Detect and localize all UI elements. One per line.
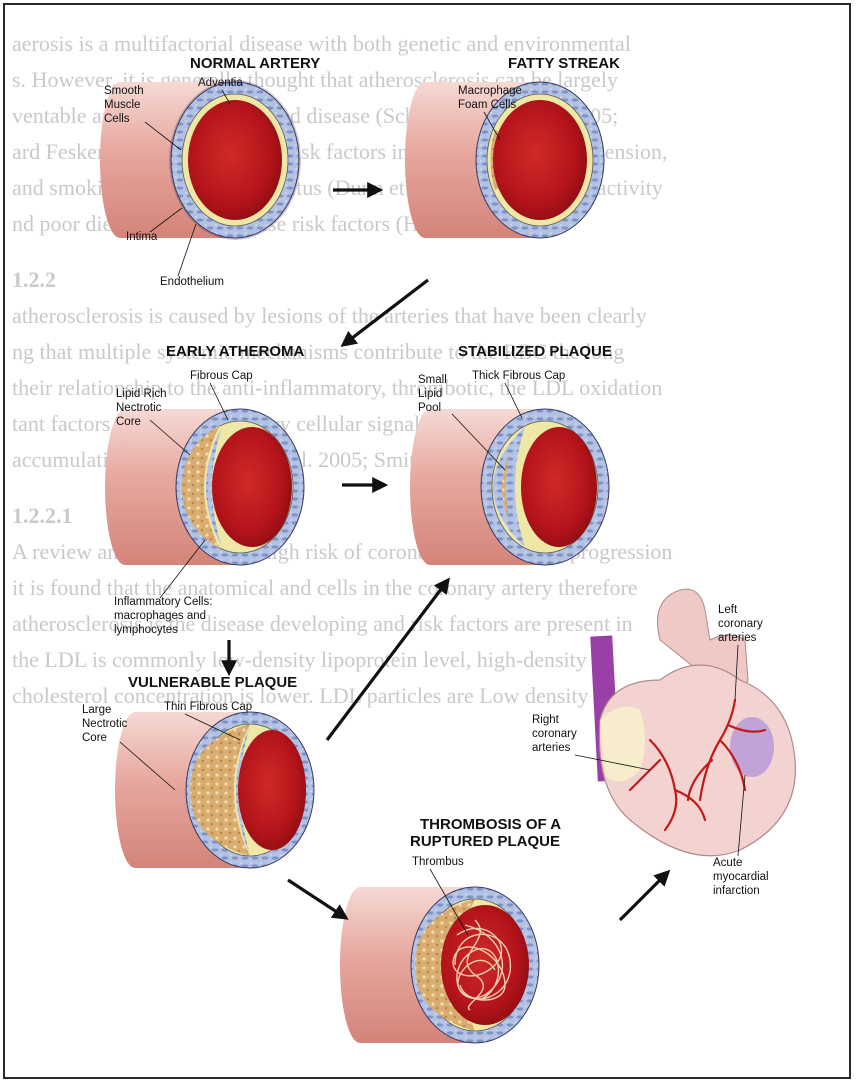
label-infarction: infarction bbox=[713, 885, 760, 897]
arrow-icon bbox=[327, 580, 448, 740]
label-pool: Pool bbox=[418, 402, 441, 414]
heart-illustration: Left coronary arteries Right coronary ar… bbox=[532, 589, 795, 897]
label-smooth: Smooth bbox=[104, 85, 144, 97]
stage-thrombosis: THROMBOSIS OF A RUPTURED PLAQUE Thrombus bbox=[340, 816, 561, 1043]
label-muscle: Muscle bbox=[104, 99, 140, 111]
label-arteries: arteries bbox=[718, 632, 757, 644]
stage-title: FATTY STREAK bbox=[508, 55, 620, 72]
label-large: Large bbox=[82, 704, 111, 716]
stage-title: VULNERABLE PLAQUE bbox=[128, 674, 297, 691]
label-macrophages: macrophages and bbox=[114, 610, 206, 622]
label-foam-cells: Foam Cells bbox=[458, 99, 516, 111]
label-macrophage: Macrophage bbox=[458, 85, 522, 97]
label-nectrotic: Nectrotic bbox=[116, 402, 162, 414]
stage-normal-artery: NORMAL ARTERY Smooth Muscle Cells Advent… bbox=[100, 55, 320, 288]
arrow-icon bbox=[620, 872, 668, 920]
label-endothelium: Endothelium bbox=[160, 276, 224, 288]
label-core: Core bbox=[116, 416, 141, 428]
label-nectrotic: Nectrotic bbox=[82, 718, 128, 730]
label-myocardial: myocardial bbox=[713, 871, 769, 883]
label-fibrous-cap: Fibrous Cap bbox=[190, 370, 253, 382]
stage-title: RUPTURED PLAQUE bbox=[410, 833, 560, 850]
label-lymphocytes: lymphocytes bbox=[114, 624, 178, 636]
label-coronary: coronary bbox=[532, 728, 577, 740]
label-right: Right bbox=[532, 714, 560, 726]
label-intima: Intima bbox=[126, 231, 158, 243]
stage-title: NORMAL ARTERY bbox=[190, 55, 320, 72]
label-thick-fibrous-cap: Thick Fibrous Cap bbox=[472, 370, 565, 382]
label-acute: Acute bbox=[713, 857, 742, 869]
stage-title: STABILIZED PLAQUE bbox=[458, 343, 612, 360]
label-cells: Cells bbox=[104, 113, 130, 125]
label-adventia: Adventia bbox=[198, 77, 243, 89]
stage-vulnerable-plaque: VULNERABLE PLAQUE Thin Fibrous Cap Large… bbox=[82, 674, 314, 868]
label-left: Left bbox=[718, 604, 738, 616]
label-thin-fibrous-cap: Thin Fibrous Cap bbox=[164, 701, 252, 713]
arrow-icon bbox=[343, 280, 428, 345]
label-arteries: arteries bbox=[532, 742, 571, 754]
label-thrombus: Thrombus bbox=[412, 856, 464, 868]
arrow-icon bbox=[288, 880, 346, 918]
stage-early-atheroma: EARLY ATHEROMA Fibrous Cap Lipid Rich Ne… bbox=[105, 343, 305, 636]
label-lipid: Lipid bbox=[418, 388, 442, 400]
label-core: Core bbox=[82, 732, 107, 744]
stage-fatty-streak: FATTY STREAK Macrophage Foam Cells bbox=[405, 55, 620, 238]
stage-title: THROMBOSIS OF A bbox=[420, 816, 561, 833]
label-lipid-rich: Lipid Rich bbox=[116, 388, 167, 400]
label-inflammatory: Inflammatory Cells: bbox=[114, 596, 212, 608]
label-coronary: coronary bbox=[718, 618, 763, 630]
stage-stabilized-plaque: STABILIZED PLAQUE Small Lipid Pool Thick… bbox=[410, 343, 612, 565]
stage-title: EARLY ATHEROMA bbox=[166, 343, 305, 360]
label-small: Small bbox=[418, 374, 447, 386]
